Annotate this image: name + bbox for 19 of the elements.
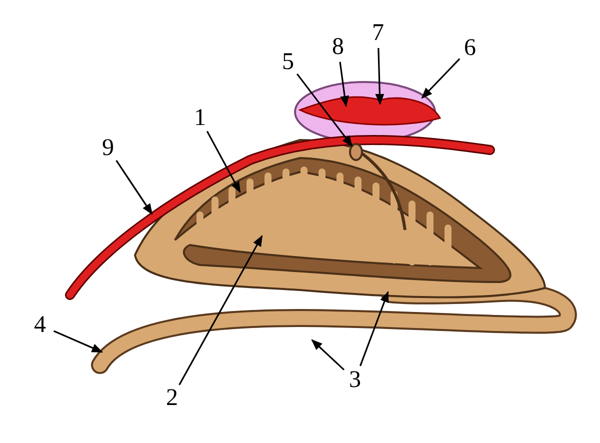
callout-number: 7 xyxy=(372,21,384,45)
leader-line xyxy=(311,339,345,370)
leader-line xyxy=(360,290,389,366)
leader-line xyxy=(296,73,353,147)
callout-number: 3 xyxy=(349,368,361,392)
callout-number: 2 xyxy=(166,386,178,410)
callout-number: 1 xyxy=(194,106,206,130)
leader-line xyxy=(53,330,104,353)
leader-line xyxy=(375,48,384,106)
leader-line xyxy=(116,160,153,215)
callout-number: 6 xyxy=(464,36,476,60)
leader-line xyxy=(178,235,263,386)
callout-number: 5 xyxy=(282,50,294,74)
leader-line xyxy=(421,58,460,99)
callout-number: 8 xyxy=(332,35,344,59)
callout-number: 4 xyxy=(34,313,46,337)
leader-line xyxy=(339,62,350,108)
leader-line xyxy=(206,130,241,193)
callout-number: 9 xyxy=(102,136,114,160)
